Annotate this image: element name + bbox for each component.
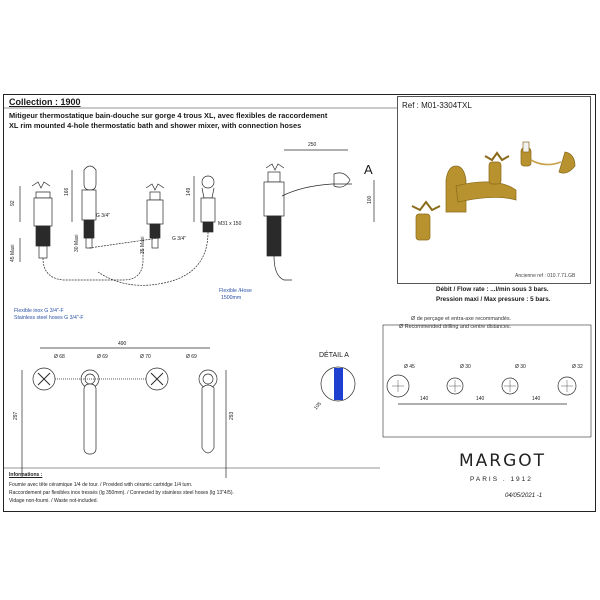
info-title: Informations : — [9, 472, 43, 478]
hose-length-label: Flexible /Hose — [219, 288, 252, 294]
max-pressure: Pression maxi / Max pressure : 5 bars. — [436, 296, 551, 303]
info-line: Vidage non-fourni. / Waste not-included. — [9, 498, 98, 504]
dim-d69-a: Ø 69 — [97, 354, 108, 360]
drill-140-c: 140 — [532, 396, 541, 402]
drill-140-a: 140 — [420, 396, 429, 402]
drill-d32: Ø 32 — [572, 364, 583, 370]
drill-140-b: 140 — [476, 396, 485, 402]
reference-code: Ref : M01-3304TXL — [402, 101, 472, 110]
hose-note-en: Stainless steel hoses G 3/4"-F — [14, 315, 84, 321]
dim-100: 100 — [367, 195, 373, 204]
info-line: Raccordement par flexibles inox tressés … — [9, 490, 234, 496]
dim-45-maxi: 45 Maxi — [10, 244, 16, 262]
dim-293: 293 — [229, 411, 235, 420]
dim-g34-left: G 3/4" — [96, 213, 110, 219]
product-photo-box — [397, 96, 591, 284]
dim-490: 490 — [118, 341, 127, 347]
dim-149: 149 — [186, 187, 192, 196]
hose-length-value: 1500mm — [221, 295, 242, 301]
drill-d30-a: Ø 30 — [460, 364, 471, 370]
dim-d68: Ø 68 — [54, 354, 65, 360]
dim-166: 166 — [64, 187, 70, 196]
brand-tagline: PARIS . 1912 — [470, 476, 533, 483]
drill-d45: Ø 45 — [404, 364, 415, 370]
collection-title: Collection : 1900 — [9, 97, 81, 107]
title-english: XL rim mounted 4-hole thermostatic bath … — [9, 121, 302, 130]
dim-35-maxi: 35 Maxi — [140, 236, 146, 254]
dim-g34-right: G 3/4" — [172, 236, 186, 242]
dim-m31: M31 x 150 — [218, 221, 242, 227]
document-date: 04/05/2021 -1 — [505, 493, 543, 499]
old-reference: Ancienne ref : 010.7.71.GB — [515, 273, 576, 279]
dim-250: 250 — [308, 142, 317, 148]
detail-a-title: DÉTAIL A — [319, 352, 349, 359]
brand-logo: MARGOT — [459, 451, 547, 471]
dim-297: 297 — [13, 411, 19, 420]
hose-note-fr: Flexible inox G 3/4"-F — [14, 308, 64, 314]
dim-d70: Ø 70 — [140, 354, 151, 360]
drilling-note-en: Ø Recommended drilling and centre distan… — [399, 324, 512, 330]
detail-a-marker: A — [364, 162, 373, 177]
dim-92: 92 — [10, 200, 16, 206]
flow-rate: Débit / Flow rate : ...l/min sous 3 bars… — [436, 286, 549, 293]
title-french: Mitigeur thermostatique bain-douche sur … — [9, 111, 328, 120]
dim-d69-b: Ø 69 — [186, 354, 197, 360]
drill-d30-b: Ø 30 — [515, 364, 526, 370]
dim-105: 105 — [313, 401, 323, 411]
dim-30-maxi: 30 Maxi — [74, 234, 80, 252]
info-line: Fournie avec tête céramique 1/4 de tour.… — [9, 482, 193, 488]
drilling-note-fr: Ø de perçage et entra-axe recommandés. — [411, 316, 512, 322]
